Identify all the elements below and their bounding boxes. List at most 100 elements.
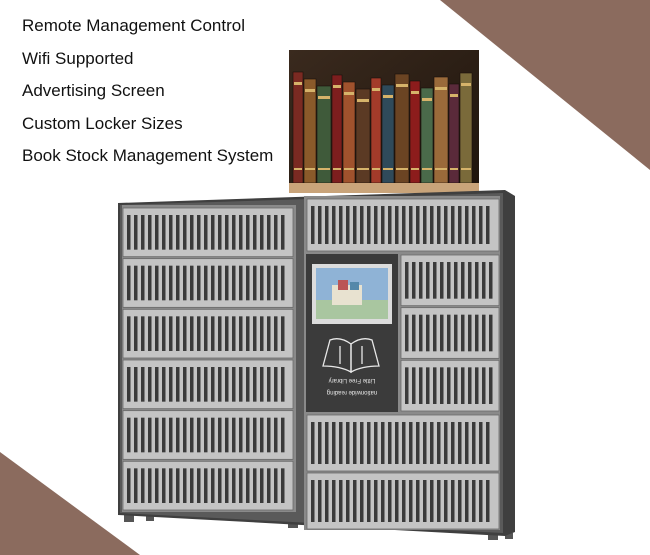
- door-vent-slot: [148, 316, 152, 351]
- door-vent-slot: [211, 316, 215, 351]
- door-vent-slot: [281, 417, 285, 453]
- book-spine-band: [422, 168, 432, 170]
- door-vent-slot: [141, 316, 145, 351]
- door-vent-slot: [260, 265, 264, 301]
- door-vent-slot: [423, 480, 427, 522]
- door-vent-slot: [246, 316, 250, 351]
- door-vent-slot: [211, 468, 215, 503]
- door-vent-slot: [141, 367, 145, 402]
- door-vent-slot: [346, 206, 350, 244]
- door-vent-slot: [232, 215, 236, 250]
- door-vent-slot: [204, 468, 208, 503]
- open-book-icon: [322, 338, 380, 374]
- door-vent-slot: [176, 417, 180, 453]
- door-vent-slot: [325, 206, 329, 244]
- door-vent-slot: [416, 422, 420, 464]
- top-right-triangle: [440, 0, 650, 170]
- door-vent-slot: [388, 422, 392, 464]
- door-vent-slot: [311, 422, 315, 464]
- door-vent-slot: [475, 367, 479, 404]
- door-vent-slot: [479, 206, 483, 244]
- door-vent-slot: [155, 215, 159, 250]
- door-vent-slot: [486, 206, 490, 244]
- door-vent-slot: [360, 422, 364, 464]
- door-vent-slot: [162, 367, 166, 402]
- door-vent-slot: [169, 316, 173, 351]
- door-vent-slot: [225, 367, 229, 402]
- door-vent-slot: [148, 215, 152, 250]
- door-vent-slot: [489, 262, 493, 299]
- door-vent-slot: [489, 367, 493, 404]
- door-vent-slot: [465, 422, 469, 464]
- door-vent-slot: [437, 480, 441, 522]
- door-vent-slot: [176, 265, 180, 301]
- door-vent-slot: [225, 215, 229, 250]
- door-vent-slot: [451, 206, 455, 244]
- door-vent-slot: [412, 262, 416, 299]
- door-vent-slot: [204, 265, 208, 301]
- door-vent-slot: [190, 316, 194, 351]
- door-vent-slot: [162, 215, 166, 250]
- door-vent-slot: [155, 367, 159, 402]
- door-vent-slot: [482, 262, 486, 299]
- door-vent-slot: [183, 468, 187, 503]
- book-spine-band: [372, 88, 380, 91]
- door-vent-slot: [141, 265, 145, 301]
- door-vent-slot: [190, 468, 194, 503]
- door-vent-slot: [332, 422, 336, 464]
- door-vent-slot: [419, 314, 423, 352]
- feature-item: Book Stock Management System: [22, 146, 274, 165]
- door-vent-slot: [148, 468, 152, 503]
- door-vent-slot: [461, 314, 465, 352]
- door-vent-slot: [440, 367, 444, 404]
- door-vent-slot: [134, 417, 138, 453]
- door-vent-slot: [374, 422, 378, 464]
- door-vent-slot: [232, 367, 236, 402]
- book-spine-band: [372, 168, 380, 170]
- door-vent-slot: [402, 206, 406, 244]
- door-vent-slot: [134, 215, 138, 250]
- door-vent-slot: [412, 314, 416, 352]
- book-spine-band: [411, 168, 419, 170]
- door-vent-slot: [253, 316, 257, 351]
- kiosk-panel-text: nationwide reading: [327, 389, 377, 395]
- door-vent-slot: [260, 417, 264, 453]
- door-vent-slot: [444, 422, 448, 464]
- book-spine-band: [344, 168, 354, 170]
- door-vent-slot: [225, 316, 229, 351]
- feature-item: Advertising Screen: [22, 81, 165, 100]
- door-vent-slot: [482, 367, 486, 404]
- door-vent-slot: [318, 480, 322, 522]
- door-vent-slot: [451, 480, 455, 522]
- door-vent-slot: [267, 265, 271, 301]
- door-vent-slot: [454, 262, 458, 299]
- door-vent-slot: [395, 480, 399, 522]
- door-vent-slot: [489, 314, 493, 352]
- door-vent-slot: [475, 314, 479, 352]
- door-vent-slot: [325, 480, 329, 522]
- door-vent-slot: [405, 262, 409, 299]
- door-vent-slot: [148, 417, 152, 453]
- kiosk-panel-text: Little Free Library: [329, 377, 376, 383]
- door-vent-slot: [444, 206, 448, 244]
- door-vent-slot: [260, 367, 264, 402]
- feature-item: Remote Management Control: [22, 16, 246, 35]
- door-vent-slot: [190, 215, 194, 250]
- door-vent-slot: [239, 468, 243, 503]
- door-vent-slot: [444, 480, 448, 522]
- door-vent-slot: [465, 206, 469, 244]
- door-vent-slot: [183, 367, 187, 402]
- door-vent-slot: [155, 417, 159, 453]
- door-vent-slot: [381, 422, 385, 464]
- door-vent-slot: [162, 265, 166, 301]
- book-spine-band: [461, 83, 471, 86]
- door-vent-slot: [402, 422, 406, 464]
- door-vent-slot: [281, 316, 285, 351]
- door-vent-slot: [197, 215, 201, 250]
- door-vent-slot: [211, 215, 215, 250]
- door-vent-slot: [232, 468, 236, 503]
- book-spine-band: [461, 168, 471, 170]
- book-spine-band: [357, 168, 369, 170]
- door-vent-slot: [218, 215, 222, 250]
